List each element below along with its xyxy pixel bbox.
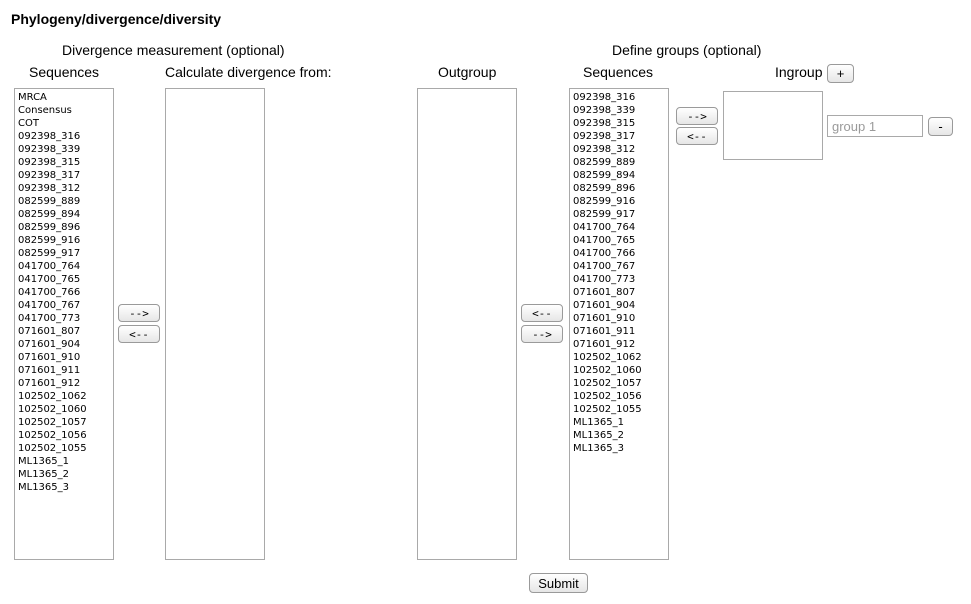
list-item[interactable]: 102502_1062 (573, 352, 642, 363)
list-item[interactable]: 102502_1056 (573, 391, 642, 402)
list-item[interactable]: COT (18, 118, 39, 129)
list-item[interactable]: 082599_916 (18, 235, 81, 246)
list-item[interactable]: 041700_767 (18, 300, 81, 311)
list-item[interactable]: 041700_767 (573, 261, 636, 272)
list-item[interactable]: 071601_807 (573, 287, 636, 298)
list-item[interactable]: 071601_912 (18, 378, 81, 389)
list-item[interactable]: 071601_910 (18, 352, 81, 363)
list-item[interactable]: ML1365_1 (573, 417, 625, 428)
list-item[interactable]: 082599_889 (18, 196, 81, 207)
list-item[interactable]: 102502_1060 (18, 404, 87, 415)
list-item[interactable]: 092398_339 (573, 105, 636, 116)
list-item[interactable]: 041700_764 (18, 261, 81, 272)
list-item[interactable]: 041700_765 (18, 274, 81, 285)
list-item[interactable]: 041700_765 (573, 235, 636, 246)
ingroup-list[interactable] (723, 91, 823, 160)
list-item[interactable]: ML1365_3 (18, 482, 70, 493)
list-item[interactable]: 102502_1060 (573, 365, 642, 376)
list-item[interactable]: 071601_904 (18, 339, 81, 350)
list-item[interactable]: ML1365_1 (18, 456, 70, 467)
divergence-sequences-label: Sequences (29, 64, 100, 80)
list-item[interactable]: ML1365_3 (573, 443, 625, 454)
list-item[interactable]: 092398_316 (18, 131, 81, 142)
list-item[interactable]: 102502_1057 (18, 417, 87, 428)
list-item[interactable]: MRCA (18, 92, 47, 103)
from-outgroup-button[interactable]: --> (521, 325, 563, 343)
list-item[interactable]: Consensus (18, 105, 72, 116)
list-item[interactable]: 071601_911 (18, 365, 81, 376)
outgroup-list[interactable] (417, 88, 517, 560)
outgroup-label: Outgroup (438, 64, 497, 80)
from-ingroup-button[interactable]: <-- (676, 127, 718, 145)
list-item[interactable]: 092398_317 (18, 170, 81, 181)
list-item[interactable]: 092398_312 (18, 183, 81, 194)
list-item[interactable]: 102502_1056 (18, 430, 87, 441)
group-name-input[interactable] (827, 115, 923, 137)
add-group-button[interactable]: + (827, 64, 854, 83)
list-item[interactable]: 092398_315 (573, 118, 636, 129)
list-item[interactable]: 092398_317 (573, 131, 636, 142)
list-item[interactable]: 041700_764 (573, 222, 636, 233)
list-item[interactable]: 041700_773 (18, 313, 81, 324)
list-item[interactable]: 071601_910 (573, 313, 636, 324)
list-item[interactable]: 071601_911 (573, 326, 636, 337)
list-item[interactable]: 082599_889 (573, 157, 636, 168)
list-item[interactable]: 092398_312 (573, 144, 636, 155)
list-item[interactable]: 102502_1055 (18, 443, 87, 454)
groups-heading: Define groups (optional) (612, 42, 762, 58)
list-item[interactable]: 102502_1057 (573, 378, 642, 389)
to-outgroup-button[interactable]: <-- (521, 304, 563, 322)
list-item[interactable]: 041700_766 (18, 287, 81, 298)
list-item[interactable]: 082599_894 (573, 170, 636, 181)
list-item[interactable]: 071601_807 (18, 326, 81, 337)
list-item[interactable]: 092398_315 (18, 157, 81, 168)
divergence-remove-button[interactable]: <-- (118, 325, 160, 343)
list-item[interactable]: 102502_1062 (18, 391, 87, 402)
groups-sequences-label: Sequences (583, 64, 654, 80)
remove-group-button[interactable]: - (928, 117, 953, 136)
calculate-from-label: Calculate divergence from: (165, 64, 332, 80)
page-title: Phylogeny/divergence/diversity (11, 11, 222, 27)
list-item[interactable]: 102502_1055 (573, 404, 642, 415)
list-item[interactable]: ML1365_2 (573, 430, 625, 441)
list-item[interactable]: 082599_917 (573, 209, 636, 220)
to-ingroup-button[interactable]: --> (676, 107, 718, 125)
list-item[interactable]: 082599_896 (573, 183, 636, 194)
list-item[interactable]: ML1365_2 (18, 469, 70, 480)
list-item[interactable]: 092398_316 (573, 92, 636, 103)
ingroup-label: Ingroup (775, 64, 823, 80)
list-item[interactable]: 071601_912 (573, 339, 636, 350)
list-item[interactable]: 082599_917 (18, 248, 81, 259)
list-item[interactable]: 092398_339 (18, 144, 81, 155)
list-item[interactable]: 082599_916 (573, 196, 636, 207)
list-item[interactable]: 041700_773 (573, 274, 636, 285)
groups-sequences-list[interactable]: 092398_316 092398_339 092398_315 092398_317… (569, 88, 669, 560)
list-item[interactable]: 041700_766 (573, 248, 636, 259)
divergence-heading: Divergence measurement (optional) (62, 42, 285, 58)
list-item[interactable]: 082599_896 (18, 222, 81, 233)
list-item[interactable]: 082599_894 (18, 209, 81, 220)
divergence-add-button[interactable]: --> (118, 304, 160, 322)
submit-button[interactable]: Submit (529, 573, 588, 593)
list-item[interactable]: 071601_904 (573, 300, 636, 311)
calculate-from-list[interactable] (165, 88, 265, 560)
